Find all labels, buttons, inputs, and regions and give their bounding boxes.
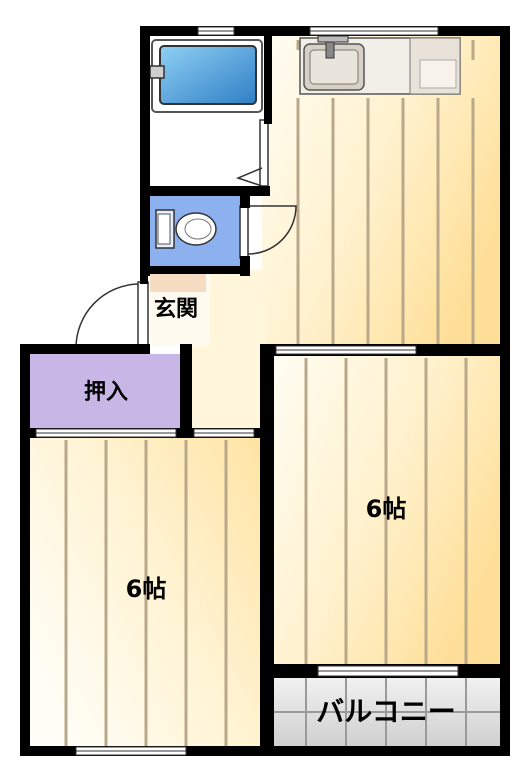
room-right-label: 6帖 [366, 495, 407, 523]
toilet-icon [155, 209, 217, 249]
closet-floor [30, 354, 184, 428]
plank-lines-right [304, 358, 468, 666]
entrance-step [150, 272, 206, 292]
room-left-label: 6帖 [126, 575, 167, 603]
entrance-label: 玄関 [154, 296, 198, 322]
balcony-lines [272, 678, 500, 746]
bathtub-icon [149, 39, 263, 113]
windows [35, 26, 459, 756]
entrance-door [75, 281, 149, 349]
plank-lines-kitchen [296, 40, 475, 346]
balcony-label: バルコニー [316, 695, 455, 728]
plank-lines-left [64, 440, 228, 746]
closet-label: 押入 [84, 379, 128, 405]
kitchen-counter [299, 35, 461, 95]
